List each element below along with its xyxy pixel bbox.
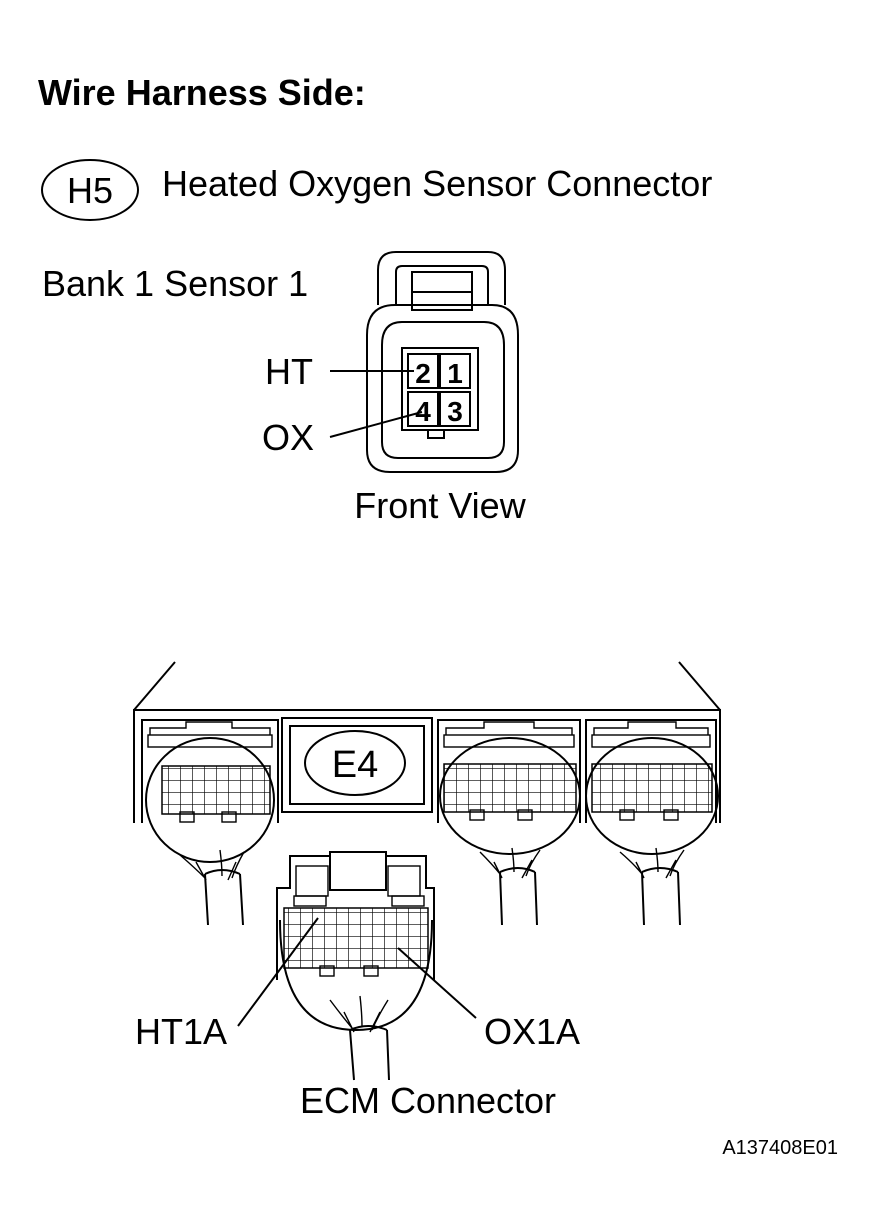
sensor-connector-name: Heated Oxygen Sensor Connector bbox=[162, 163, 712, 204]
e4-code: E4 bbox=[332, 744, 378, 786]
ecm-body bbox=[133, 661, 721, 823]
ecm-right-connector bbox=[585, 719, 719, 855]
figure-id: A137408E01 bbox=[722, 1137, 838, 1159]
ox-terminal-label: OX bbox=[262, 417, 314, 458]
heading: Wire Harness Side: bbox=[38, 72, 366, 113]
front-view-label: Front View bbox=[354, 485, 526, 526]
ecm-middle-harness bbox=[479, 847, 541, 926]
pin-1: 1 bbox=[447, 358, 463, 389]
ht1a-leader-line bbox=[237, 917, 319, 1027]
pin-2: 2 bbox=[415, 358, 431, 389]
ecm-unplugged-connector bbox=[276, 851, 435, 1032]
sensor-connector-drawing bbox=[366, 251, 519, 473]
ox1a-terminal-label: OX1A bbox=[484, 1011, 580, 1052]
ecm-code-window bbox=[281, 717, 433, 813]
ox-leader-line bbox=[329, 411, 423, 438]
sensor-position-label: Bank 1 Sensor 1 bbox=[42, 263, 308, 304]
ht-terminal-label: HT bbox=[265, 351, 313, 392]
e4-code-oval bbox=[304, 730, 406, 796]
ecm-middle-connector bbox=[437, 719, 581, 855]
h5-code-oval bbox=[41, 159, 139, 221]
ecm-right-harness bbox=[619, 847, 685, 926]
ecm-left-harness bbox=[179, 849, 245, 926]
sensor-pin-grid bbox=[407, 353, 471, 427]
ox1a-leader-line bbox=[397, 947, 477, 1019]
ecm-left-connector bbox=[141, 719, 279, 863]
h5-code: H5 bbox=[67, 170, 113, 211]
pin-3: 3 bbox=[447, 396, 463, 427]
ecm-unplugged-harness bbox=[329, 995, 390, 1081]
ht1a-terminal-label: HT1A bbox=[135, 1011, 227, 1052]
ecm-connector-name: ECM Connector bbox=[300, 1080, 556, 1121]
pin-4: 4 bbox=[415, 396, 431, 427]
